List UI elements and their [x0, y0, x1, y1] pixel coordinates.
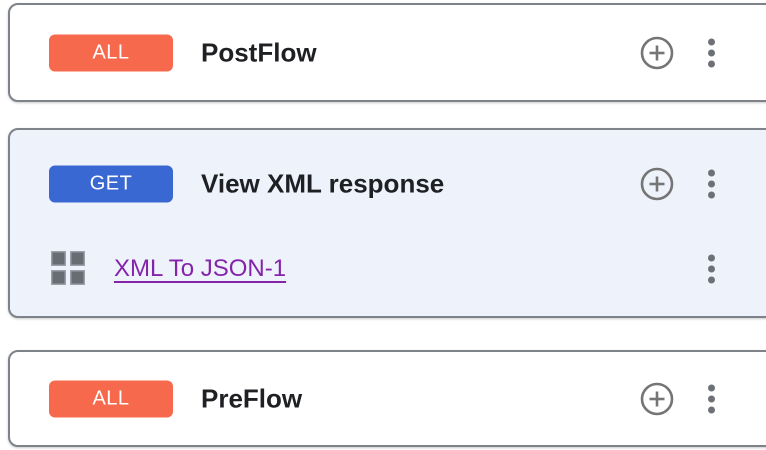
plus-circle-icon [640, 382, 674, 415]
plus-circle-icon [640, 167, 674, 201]
method-badge: ALL [49, 34, 173, 71]
add-step-button[interactable] [640, 382, 674, 416]
plus-circle-icon [640, 36, 674, 69]
method-badge: ALL [49, 380, 173, 417]
flow-card-view-xml-response[interactable]: GET View XML response XML To JSON-1 [8, 128, 766, 318]
policy-drag-handle-icon[interactable] [51, 251, 85, 285]
flow-title: PreFlow [201, 383, 303, 413]
flow-card-preflow[interactable]: ALL PreFlow [8, 350, 766, 447]
kebab-menu-icon[interactable] [706, 253, 717, 286]
add-step-button[interactable] [640, 36, 674, 70]
kebab-menu-icon[interactable] [706, 168, 717, 201]
policy-link[interactable]: XML To JSON-1 [114, 255, 287, 282]
add-step-button[interactable] [640, 167, 674, 201]
kebab-menu-icon[interactable] [706, 382, 717, 415]
flow-title: View XML response [201, 168, 445, 199]
kebab-menu-icon[interactable] [706, 36, 717, 69]
flow-card-postflow[interactable]: ALL PostFlow [8, 3, 766, 102]
flow-title: PostFlow [201, 37, 317, 67]
method-badge: GET [49, 165, 173, 203]
